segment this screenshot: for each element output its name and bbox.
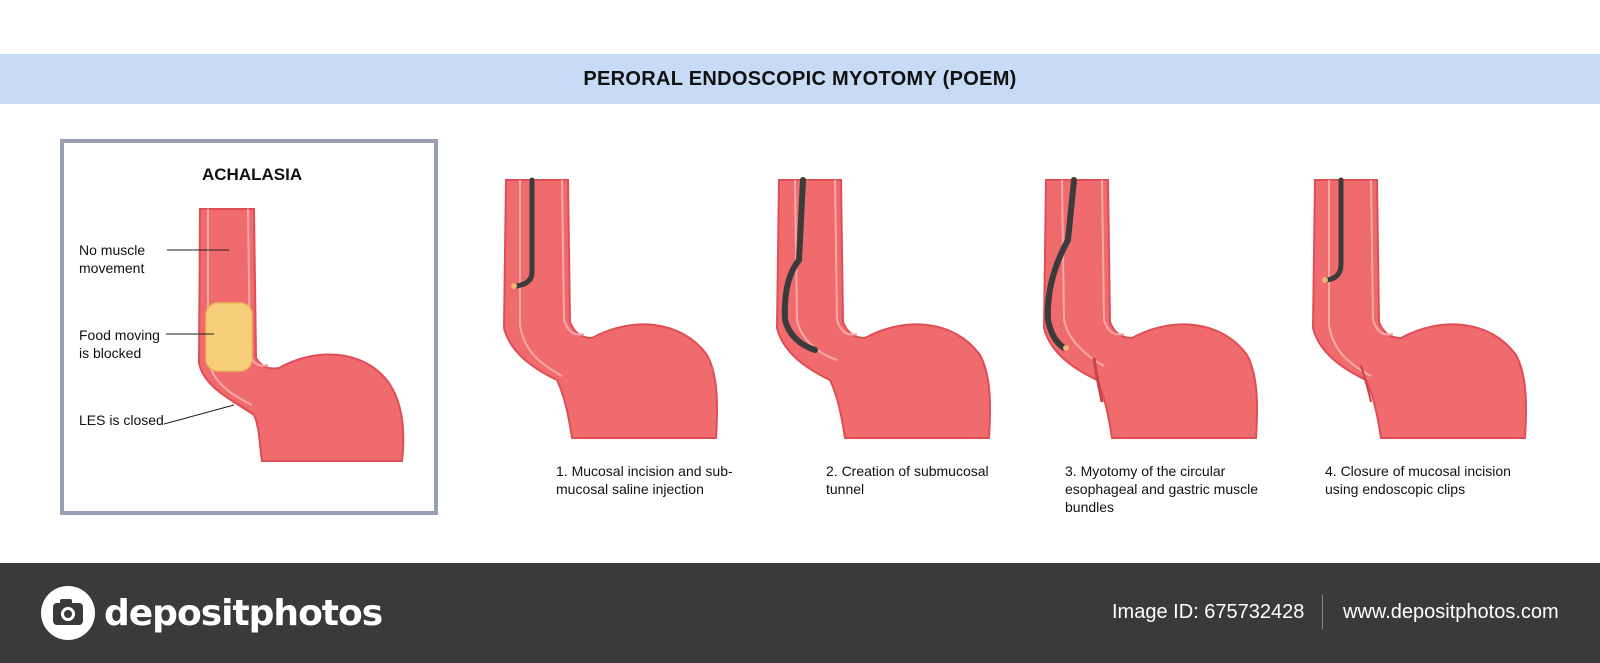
header-band: PERORAL ENDOSCOPIC MYOTOMY (POEM) — [0, 54, 1600, 104]
endoscope-icon — [1044, 177, 1077, 351]
brand-logo[interactable]: depositphotos — [40, 585, 383, 641]
food-bolus — [205, 302, 253, 372]
step-1-illustration — [502, 177, 719, 439]
achalasia-stomach — [197, 208, 405, 462]
achalasia-esophagus-illustration — [163, 208, 405, 462]
step-3-caption: 3. Myotomy of the circular esophageal an… — [1065, 463, 1259, 515]
camera-logo-icon — [41, 586, 95, 640]
endoscope-icon — [513, 177, 535, 289]
achalasia-title: ACHALASIA — [202, 165, 303, 184]
brand-name: depositphotos — [104, 592, 383, 634]
step-2-caption: 2. Creation of submucosal tunnel — [826, 463, 989, 497]
label-food-blocked: Food moving is blocked — [79, 327, 160, 361]
achalasia-panel: ACHALASIA No muscle movement Food moving… — [60, 139, 438, 515]
step-4-illustration — [1311, 177, 1528, 439]
site-url-link[interactable]: www.depositphotos.com — [1343, 601, 1559, 623]
footer-divider — [1322, 595, 1323, 629]
endoscope-icon — [1324, 177, 1344, 283]
step-1-caption: 1. Mucosal incision and sub- mucosal sal… — [556, 463, 733, 497]
label-les-closed: LES is closed — [79, 412, 164, 428]
image-id: Image ID: 675732428 — [1112, 601, 1305, 623]
step-2-illustration — [775, 177, 992, 439]
page-title: PERORAL ENDOSCOPIC MYOTOMY (POEM) — [583, 67, 1017, 90]
step-4-caption: 4. Closure of mucosal incision using end… — [1325, 463, 1511, 497]
label-no-muscle-movement: No muscle movement — [79, 242, 146, 276]
endoscope-icon — [781, 177, 818, 353]
step-3-illustration — [1042, 177, 1259, 439]
footer-bar: depositphotos Image ID: 675732428 www.de… — [0, 563, 1600, 663]
